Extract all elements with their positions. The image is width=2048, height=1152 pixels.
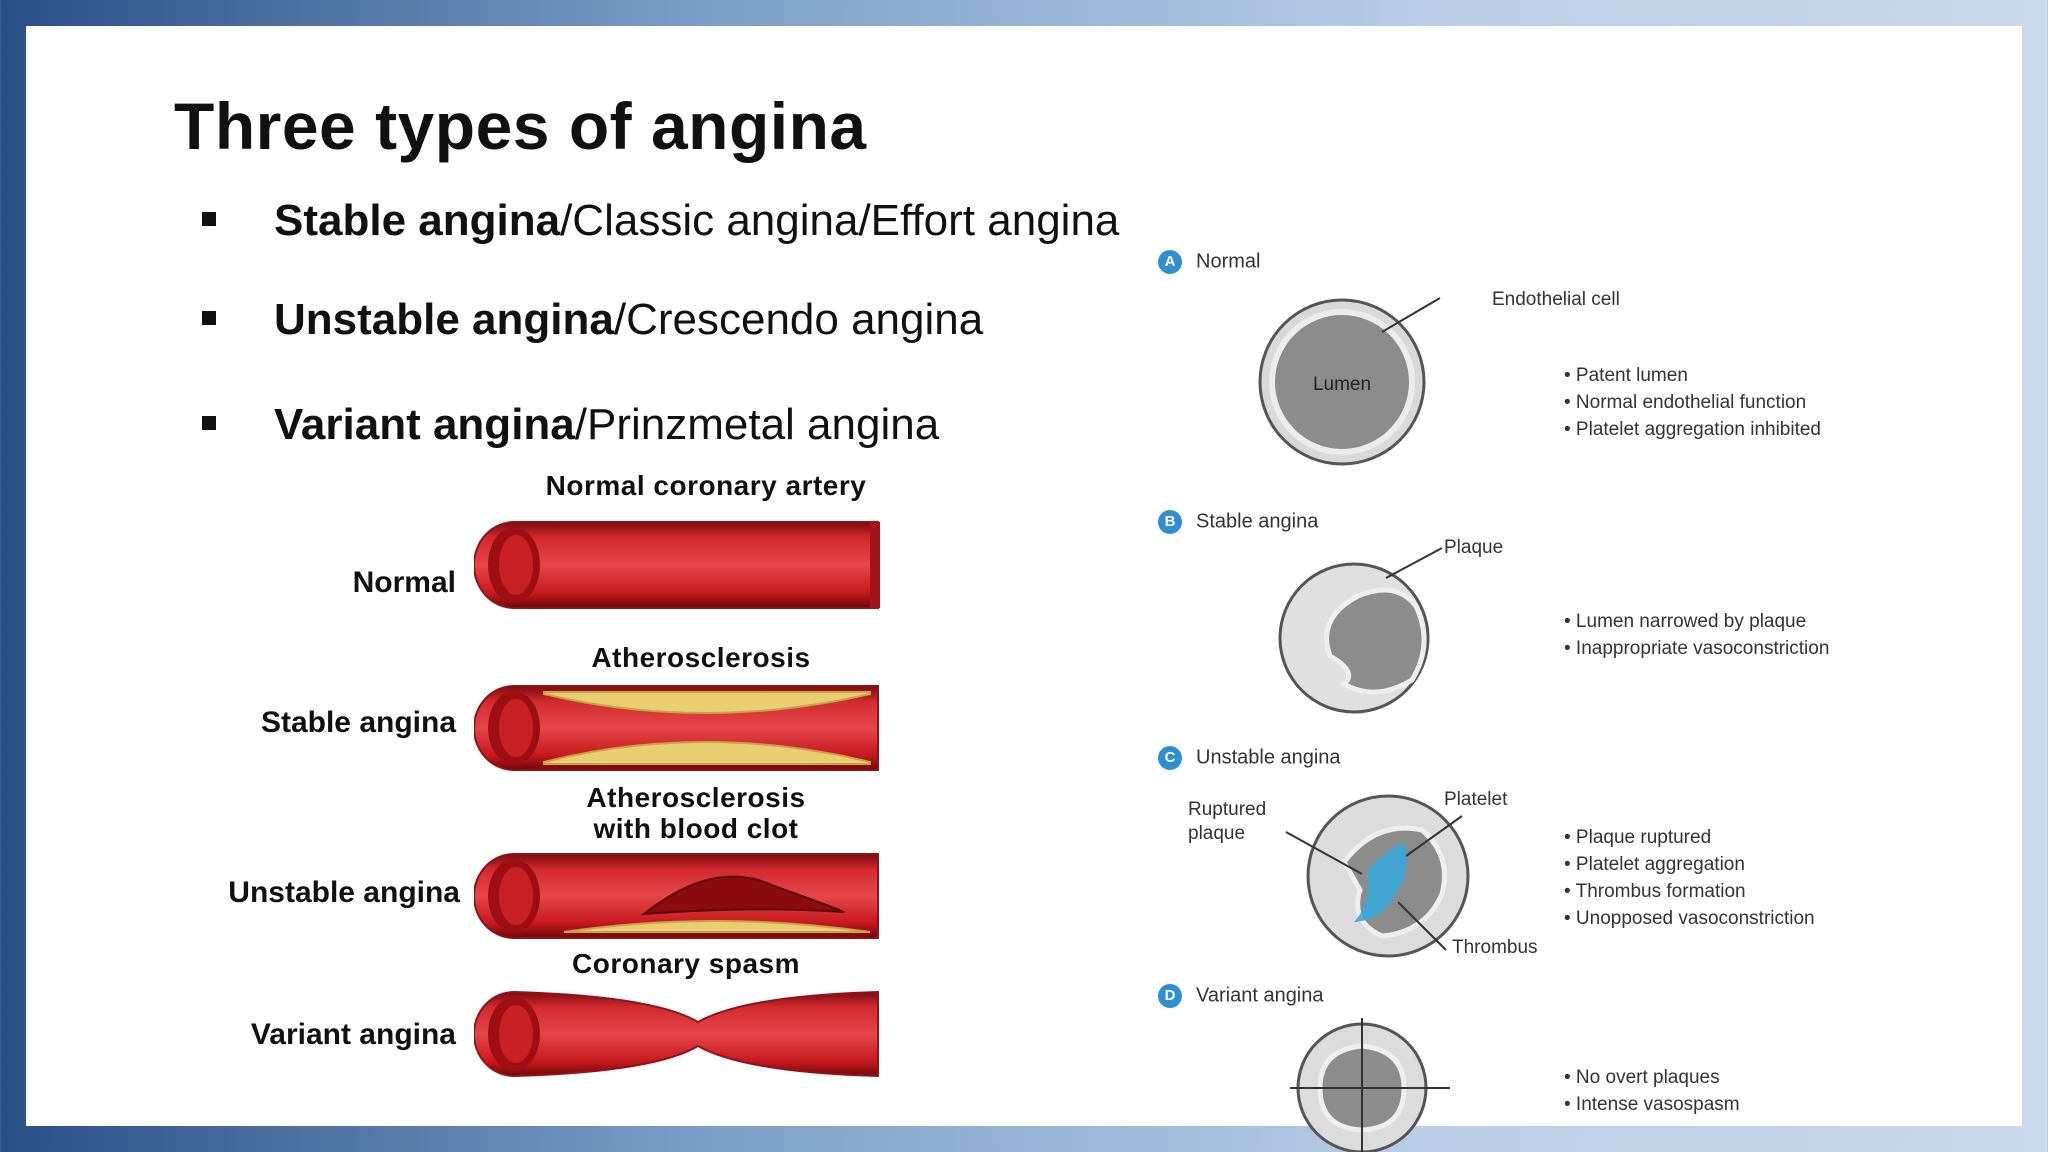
panel-a-badge: A — [1158, 250, 1182, 274]
caption-unstable-line1: Atherosclerosis — [586, 782, 806, 813]
slide: Three types of angina Stable angina/Clas… — [26, 26, 2022, 1152]
panel-b-title-text: Stable angina — [1196, 510, 1319, 533]
label-variant: Variant angina — [250, 1018, 456, 1051]
bullet-unstable: Unstable angina/Crescendo angina — [202, 295, 983, 345]
label-unstable: Unstable angina — [228, 876, 460, 909]
caption-unstable-line2: with blood clot — [593, 813, 799, 844]
panel-d-badge: D — [1158, 984, 1182, 1008]
panel-b-list: • Lumen narrowed by plaque • Inappropria… — [1564, 608, 1829, 662]
vessel-normal-lumen-label: Lumen — [1313, 374, 1371, 395]
panel-c-title-text: Unstable angina — [1196, 746, 1341, 769]
panel-c-item: • Unopposed vasoconstriction — [1564, 908, 1815, 929]
panel-a-item: • Platelet aggregation inhibited — [1564, 419, 1822, 440]
panel-a-item: • Patent lumen — [1564, 365, 1688, 386]
panel-d-title-text: Variant angina — [1196, 984, 1324, 1007]
callout-plaque: Plaque — [1444, 537, 1504, 558]
callout-ruptured-line1: Ruptured — [1188, 799, 1267, 820]
panel-b-item: • Inappropriate vasoconstriction — [1564, 638, 1830, 659]
bullet-rest-text: /Classic angina/Effort angina — [560, 196, 1120, 245]
panel-c-list: • Plaque ruptured • Platelet aggregation… — [1564, 824, 1815, 932]
callout-thrombus: Thrombus — [1452, 937, 1538, 958]
label-stable: Stable angina — [260, 706, 456, 739]
artery-variant-illustration — [474, 990, 879, 1078]
vessel-unstable-diagram — [1285, 794, 1470, 958]
panel-c-title: C Unstable angina — [1158, 746, 1341, 770]
callout-endothelial-cell: Endothelial cell — [1492, 289, 1620, 310]
panel-a-title: A Normal — [1158, 250, 1260, 274]
artery-unstable-illustration — [474, 853, 879, 939]
panel-a-title-text: Normal — [1196, 250, 1261, 273]
panel-a-item: • Normal endothelial function — [1564, 392, 1807, 413]
panel-d-list: • No overt plaques • Intense vasospasm — [1564, 1064, 1740, 1118]
bullet-square-icon — [202, 311, 216, 326]
caption-stable: Atherosclerosis — [591, 642, 811, 673]
panel-c-item: • Platelet aggregation — [1564, 854, 1745, 875]
bullet-square-icon — [202, 416, 216, 431]
callout-ruptured-line2: plaque — [1188, 823, 1246, 844]
callout-platelet: Platelet — [1444, 789, 1508, 810]
panel-b-title: B Stable angina — [1158, 510, 1318, 534]
bullet-stable: Stable angina/Classic angina/Effort angi… — [202, 196, 1119, 246]
panel-c-item: • Plaque ruptured — [1564, 827, 1712, 848]
bullet-square-icon — [202, 212, 216, 227]
bullet-bold-text: Variant angina — [274, 400, 575, 449]
bullet-variant: Variant angina/Prinzmetal angina — [202, 400, 939, 450]
panel-b-badge: B — [1158, 510, 1182, 534]
page-title: Three types of angina — [174, 89, 867, 163]
panel-b-item: • Lumen narrowed by plaque — [1564, 611, 1807, 632]
artery-stable-illustration — [474, 685, 879, 771]
label-normal: Normal — [352, 566, 456, 599]
callout-ruptured-plaque: Ruptured plaque — [1188, 798, 1266, 846]
vessel-stable-diagram — [1278, 547, 1443, 714]
caption-variant: Coronary spasm — [572, 948, 800, 979]
bullet-rest-text: /Crescendo angina — [613, 295, 984, 344]
bullet-bold-text: Unstable angina — [274, 295, 614, 344]
panel-d-item: • No overt plaques — [1564, 1067, 1720, 1088]
caption-unstable: Atherosclerosis with blood clot — [466, 782, 926, 844]
bullet-bold-text: Stable angina — [274, 196, 561, 245]
caption-normal: Normal coronary artery — [545, 470, 867, 501]
vessel-variant-diagram — [1290, 1018, 1450, 1152]
panel-c-badge: C — [1158, 746, 1182, 770]
vessel-normal-diagram: Lumen — [1258, 297, 1441, 466]
bullet-rest-text: /Prinzmetal angina — [574, 400, 940, 449]
panel-c-item: • Thrombus formation — [1564, 881, 1746, 902]
panel-a-list: • Patent lumen • Normal endothelial func… — [1564, 362, 1821, 443]
panel-d-title: D Variant angina — [1158, 984, 1324, 1008]
panel-d-item: • Intense vasospasm — [1564, 1094, 1740, 1115]
artery-normal-illustration — [474, 521, 880, 609]
